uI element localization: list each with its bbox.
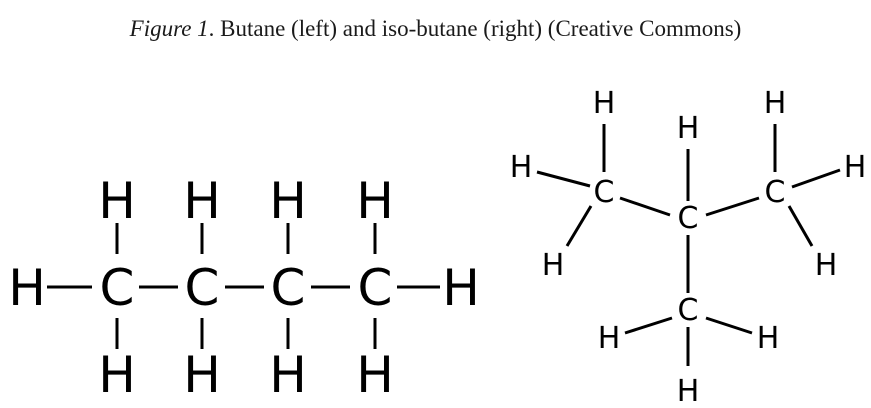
atom-h-bottom-right: H <box>757 321 780 356</box>
atom-h-c1-top: H <box>98 172 136 230</box>
atom-h-right: H <box>442 259 480 317</box>
atom-h-left-low: H <box>542 248 565 283</box>
atom-c-left: C <box>594 175 615 210</box>
atom-h-center-top: H <box>677 111 700 146</box>
bond-cleft-ccenter <box>619 196 671 217</box>
bond-cbottom-hright <box>705 316 753 335</box>
atom-c-bottom: C <box>678 293 699 328</box>
atom-c2: C <box>185 259 220 317</box>
atom-h-c2-bottom: H <box>183 346 221 404</box>
atom-h-bottom-low: H <box>677 374 700 408</box>
atom-h-c4-bottom: H <box>356 346 394 404</box>
atom-h-c3-bottom: H <box>269 346 307 404</box>
atom-h-c3-top: H <box>269 172 307 230</box>
bond-cright-hlow <box>787 205 814 247</box>
atom-h-left: H <box>8 259 46 317</box>
bond-cleft-hside <box>536 170 591 188</box>
atom-h-c2-top: H <box>183 172 221 230</box>
atom-h-left-side: H <box>510 150 533 185</box>
atom-h-c4-top: H <box>356 172 394 230</box>
atom-c4: C <box>358 259 393 317</box>
atom-h-left-top: H <box>593 86 616 121</box>
figure-label: Figure 1 <box>129 16 209 41</box>
atom-h-c1-bottom: H <box>98 346 136 404</box>
atom-h-bottom-left: H <box>598 321 621 356</box>
atom-h-right-low: H <box>815 248 838 283</box>
atom-c-center: C <box>678 201 699 236</box>
bond-cright-hside <box>791 168 841 189</box>
caption-text: . Butane (left) and iso-butane (right) (… <box>208 16 742 41</box>
figure-caption: Figure 1. Butane (left) and iso-butane (… <box>0 16 871 42</box>
atom-c3: C <box>271 259 306 317</box>
bond-cbottom-hleft <box>624 316 673 335</box>
atom-c1: C <box>100 259 135 317</box>
atom-h-right-side: H <box>844 150 867 185</box>
bond-ccenter-cright <box>705 196 760 217</box>
atom-c-right: C <box>765 175 786 210</box>
isobutane-structure: C C C C H H H H H H H H H H <box>510 86 867 408</box>
atom-h-right-top: H <box>764 86 787 121</box>
bond-cleft-hlow <box>565 205 593 247</box>
butane-structure: H C C C C H H H H H H H H H <box>8 172 480 404</box>
